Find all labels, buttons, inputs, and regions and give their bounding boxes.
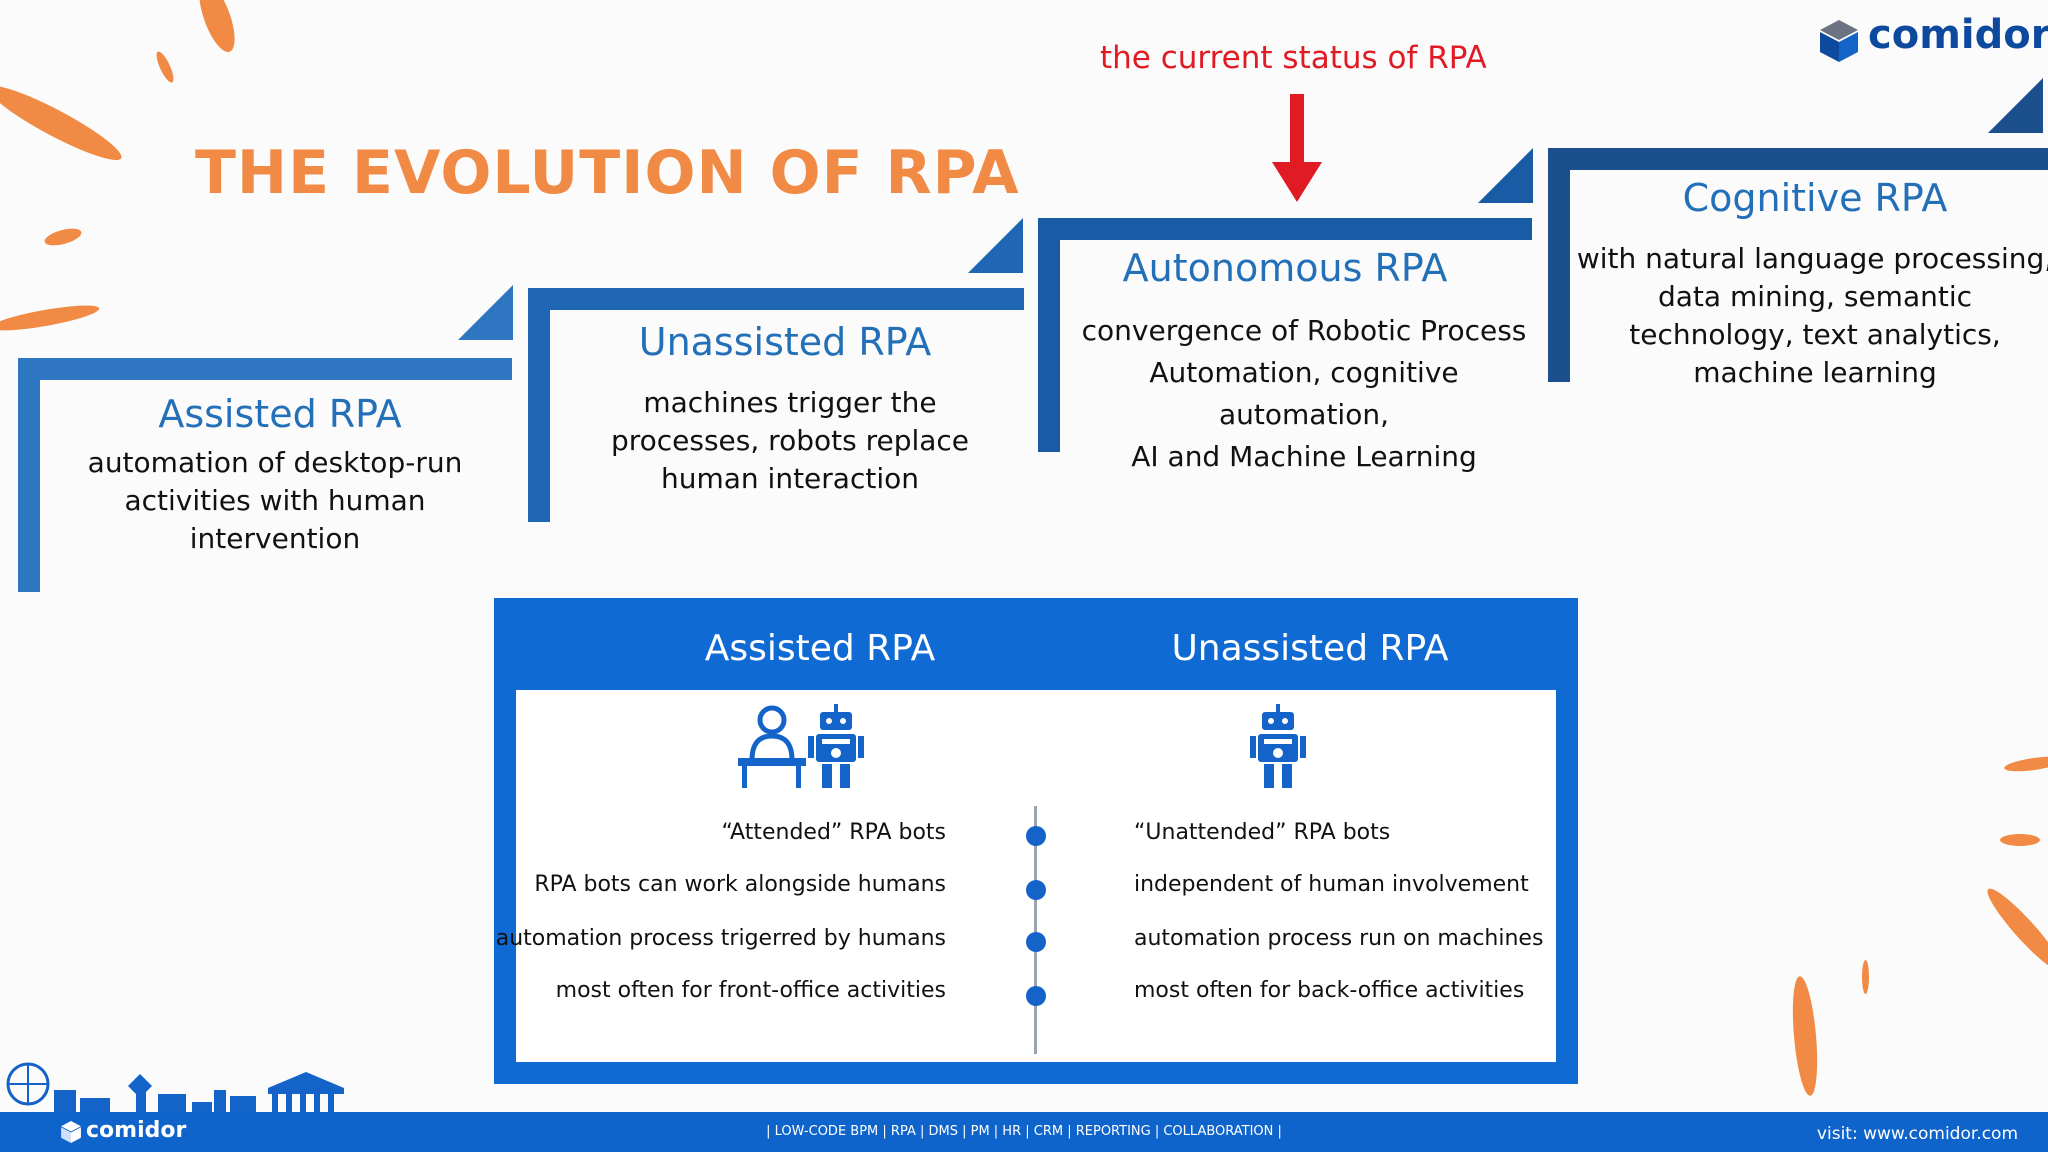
assisted-item: automation process trigerred by humans — [495, 926, 946, 951]
step-desc-unassisted: machines trigger the processes, robots r… — [550, 384, 1030, 498]
step-frame-autonomous-side — [1038, 218, 1060, 452]
timeline-dot — [1026, 880, 1046, 900]
person-at-desk-icon — [738, 705, 806, 788]
step-frame-cognitive — [1548, 148, 2048, 170]
footer-logo-label: comidor — [86, 1118, 187, 1143]
assisted-item: RPA bots can work alongside humans — [534, 872, 946, 897]
brand-logo-label: comidor — [1868, 12, 2048, 58]
step-desc-line: intervention — [189, 522, 361, 555]
decorative-stroke — [1980, 882, 2048, 978]
unassisted-item: most often for back-office activities — [1134, 978, 1525, 1003]
step-desc-line: automation of desktop-run — [87, 446, 463, 479]
footer-website-link[interactable]: visit: www.comidor.com — [1816, 1124, 2018, 1144]
step-desc-line: machine learning — [1693, 356, 1937, 389]
decorative-stroke — [42, 225, 84, 249]
step-desc-line: processes, robots replace — [610, 424, 970, 457]
assisted-item: “Attended” RPA bots — [721, 820, 946, 845]
step-desc-autonomous: convergence of Robotic Process Automatio… — [1060, 310, 1548, 478]
decorative-stroke — [192, 0, 242, 57]
comparison-divider — [1034, 806, 1037, 1054]
unassisted-item: automation process run on machines — [1134, 926, 1544, 951]
decorative-stroke — [153, 49, 177, 85]
comidor-logo-icon — [1820, 20, 1858, 62]
unassisted-item: independent of human involvement — [1134, 872, 1529, 897]
step-desc-line: convergence of Robotic Process — [1081, 314, 1527, 347]
comparison-left-title: Assisted RPA — [704, 628, 936, 669]
down-arrow-icon — [1272, 162, 1322, 202]
step-frame-autonomous — [1038, 218, 1532, 240]
step-desc-assisted: automation of desktop-run activities wit… — [40, 444, 510, 558]
step-desc-cognitive: with natural language processing, data m… — [1570, 240, 2048, 392]
step-frame-cognitive-side — [1548, 148, 1570, 382]
step-desc-line: human interaction — [660, 462, 919, 495]
step-desc-line: AI and Machine Learning — [1131, 440, 1477, 473]
step-title-assisted: Assisted RPA — [158, 392, 402, 436]
step-triangle — [1478, 148, 1533, 203]
decorative-stroke — [0, 76, 128, 170]
step-desc-line: technology, text analytics, — [1629, 318, 2001, 351]
step-title-cognitive: Cognitive RPA — [1682, 176, 1948, 220]
footer-tagline: | LOW-CODE BPM | RPA | DMS | PM | HR | C… — [766, 1124, 1282, 1139]
step-desc-line: machines trigger the — [643, 386, 937, 419]
step-frame-assisted-side — [18, 358, 40, 592]
decorative-stroke — [1862, 960, 1869, 994]
timeline-dot — [1026, 932, 1046, 952]
footer-bar — [0, 1112, 2048, 1152]
step-title-autonomous: Autonomous RPA — [1122, 246, 1448, 290]
decorative-stroke — [2003, 753, 2048, 775]
step-frame-unassisted — [528, 288, 1024, 310]
comparison-right-title: Unassisted RPA — [1171, 628, 1449, 669]
page-title: THE EVOLUTION OF RPA — [195, 138, 1020, 208]
comidor-logo-icon — [61, 1121, 81, 1143]
step-triangle — [458, 285, 513, 340]
step-desc-line: Automation, cognitive automation, — [1149, 356, 1459, 431]
step-desc-line: activities with human — [124, 484, 426, 517]
step-frame-unassisted-side — [528, 288, 550, 522]
step-title-unassisted: Unassisted RPA — [638, 320, 932, 364]
decorative-stroke — [1788, 975, 1822, 1097]
step-desc-line: data mining, semantic — [1657, 280, 1972, 313]
decorative-stroke — [0, 300, 101, 336]
step-triangle — [1988, 78, 2043, 133]
timeline-dot — [1026, 826, 1046, 846]
robot-icon — [808, 704, 864, 788]
city-skyline-icon — [6, 1062, 344, 1114]
assisted-item: most often for front-office activities — [555, 978, 946, 1003]
status-arrow-shaft — [1290, 94, 1304, 176]
step-frame-assisted — [18, 358, 512, 380]
current-status-callout: the current status of RPA — [1100, 40, 1487, 76]
robot-icon — [1250, 704, 1306, 788]
step-triangle — [968, 218, 1023, 273]
timeline-dot — [1026, 986, 1046, 1006]
step-desc-line: with natural language processing, — [1576, 242, 2048, 275]
decorative-stroke — [2000, 834, 2040, 846]
unassisted-item: “Unattended” RPA bots — [1134, 820, 1391, 845]
